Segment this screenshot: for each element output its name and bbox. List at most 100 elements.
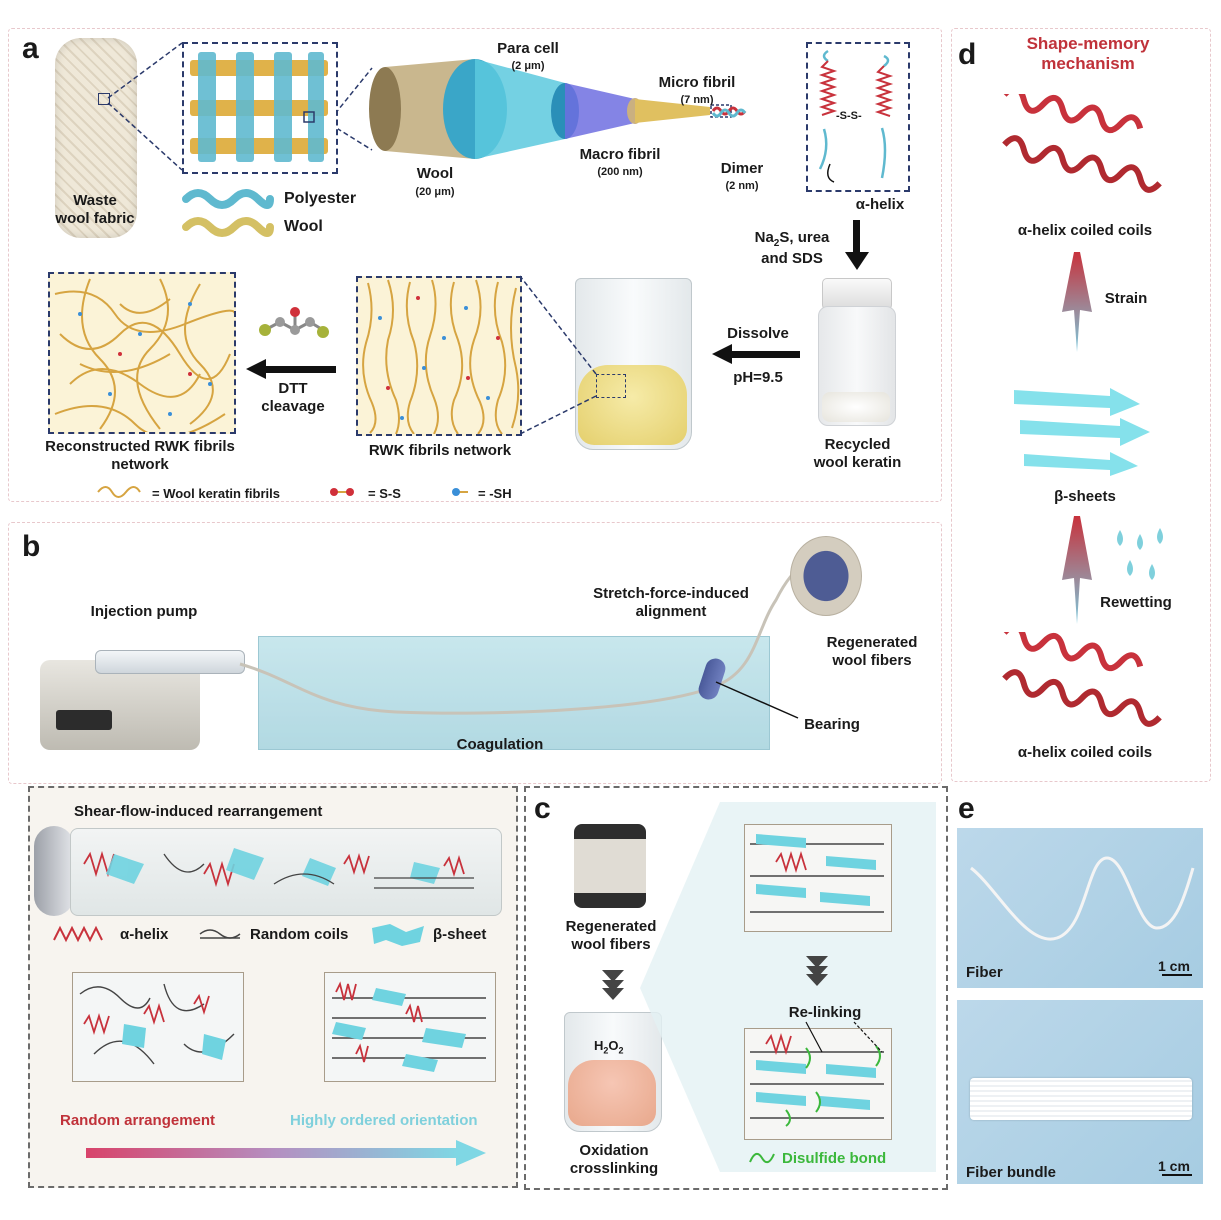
reagents-label: Na2S, urea and SDS bbox=[742, 229, 842, 268]
rwk-network-label: RWK fibrils network bbox=[368, 442, 512, 459]
relink-pointers bbox=[805, 1021, 883, 1053]
needle-nozzle bbox=[34, 826, 74, 916]
h2o2-solution bbox=[568, 1060, 656, 1126]
pump-syringe bbox=[95, 650, 245, 674]
panel-d-frame bbox=[951, 28, 1211, 782]
wool-size: (20 μm) bbox=[415, 186, 455, 198]
zoom-lines-beaker bbox=[519, 275, 597, 435]
panel-e-letter: e bbox=[958, 792, 975, 825]
beta-sheets-label: β-sheets bbox=[1054, 488, 1116, 505]
weave-pattern bbox=[190, 52, 328, 162]
rwk-network-box bbox=[356, 276, 522, 436]
wool-legend-wave bbox=[182, 217, 274, 237]
fiber-path bbox=[239, 556, 837, 715]
down-arrows-c bbox=[602, 970, 624, 1000]
h2o2-sub1: 2 bbox=[603, 1045, 609, 1056]
alpha-coiled-coils-top-label: α-helix coiled coils bbox=[1017, 222, 1153, 239]
macro-fibril-label: Macro fibril bbox=[579, 146, 661, 163]
injection-pump-label: Injection pump bbox=[90, 603, 198, 620]
alpha-coiled-coils-bottom-label: α-helix coiled coils bbox=[1017, 744, 1153, 761]
alpha-helix-legend-label: α-helix bbox=[120, 926, 169, 943]
collector-reel bbox=[790, 536, 862, 616]
dimer-zoom-box bbox=[806, 42, 910, 192]
fibril-key-label: = Wool keratin fibrils bbox=[152, 486, 280, 501]
reagents-subscript: 2 bbox=[773, 238, 780, 249]
reconstructed-network-fibrils bbox=[54, 278, 234, 432]
panel-c-frame bbox=[524, 786, 948, 1190]
stretch-label: Stretch-force-induced alignment bbox=[593, 585, 749, 620]
disulfide-legend-icon bbox=[749, 1152, 775, 1164]
panel-d-letter: d bbox=[958, 38, 977, 71]
pump-display bbox=[56, 710, 112, 730]
bearing-label: Bearing bbox=[804, 716, 860, 733]
fiber-bundle-strand bbox=[970, 1078, 1192, 1120]
scale-bar-1 bbox=[1162, 974, 1192, 976]
fibril-key-icon bbox=[97, 486, 141, 498]
after-crosslink-drawing bbox=[750, 1032, 884, 1127]
reagents-na: Na bbox=[754, 229, 774, 246]
shear-flow-label: Shear-flow-induced rearrangement bbox=[74, 803, 323, 820]
alpha-helix-label-a: α-helix bbox=[855, 196, 905, 213]
keratin-powder bbox=[822, 392, 890, 422]
left-arrow-dtt bbox=[246, 359, 336, 379]
micro-fibril-label: Micro fibril bbox=[658, 74, 736, 91]
water-drops-icon bbox=[1117, 528, 1163, 580]
beta-sheets-drawing bbox=[1014, 388, 1150, 476]
strain-arrow bbox=[1062, 252, 1092, 352]
panel-b-letter: b bbox=[22, 530, 41, 563]
micro-fibril-size: (7 nm) bbox=[680, 94, 714, 106]
panel-b-frame bbox=[8, 522, 942, 784]
strain-label: Strain bbox=[1104, 290, 1148, 307]
rewetting-arrow bbox=[1062, 516, 1092, 624]
para-cell-label: Para cell bbox=[497, 40, 559, 57]
scale-bar-1-label: 1 cm bbox=[1158, 958, 1190, 974]
beta-sheet-legend-label: β-sheet bbox=[433, 926, 487, 943]
dtt-molecule bbox=[259, 307, 329, 338]
coagulation-label: Coagulation bbox=[456, 736, 544, 753]
shape-memory-title: Shape-memory mechanism bbox=[1026, 34, 1150, 74]
regenerated-fibers-label-b: Regenerated wool fibers bbox=[826, 634, 918, 669]
alpha-helix-legend-icon bbox=[53, 925, 103, 943]
dtt-label: DTT cleavage bbox=[261, 380, 325, 415]
scale-bar-2 bbox=[1162, 1174, 1192, 1176]
beta-sheet-legend-icon bbox=[372, 924, 424, 946]
disulfide-ss-label: -S-S- bbox=[836, 110, 862, 122]
ss-key-label: = S-S bbox=[368, 486, 401, 501]
fiber-bundle-label: Fiber bundle bbox=[966, 1164, 1056, 1181]
reagents-rest: S, urea bbox=[779, 229, 830, 246]
rwk-network-fibrils bbox=[362, 279, 520, 434]
oxidation-label: Oxidation crosslinking bbox=[569, 1142, 659, 1177]
h2o2-h: H bbox=[594, 1038, 604, 1053]
recycled-keratin-label: Recycled wool keratin bbox=[813, 436, 902, 471]
before-crosslink-drawing bbox=[750, 834, 884, 913]
ordered-orientation-drawing bbox=[332, 981, 486, 1072]
left-arrow-dissolve bbox=[712, 344, 800, 364]
random-arrangement-label: Random arrangement bbox=[60, 1112, 216, 1129]
keratin-bottle-cap bbox=[822, 278, 892, 310]
regenerated-fibers-label-c: Regenerated wool fibers bbox=[565, 918, 657, 953]
injection-pump bbox=[40, 660, 200, 750]
wool-hierarchy-illustration bbox=[369, 59, 747, 159]
panel-a-letter: a bbox=[22, 32, 39, 65]
ordered-orientation-label: Highly ordered orientation bbox=[290, 1112, 478, 1129]
dimer-size: (2 nm) bbox=[725, 180, 759, 192]
wool-label: Wool bbox=[416, 165, 454, 182]
coagulation-bath bbox=[258, 636, 770, 750]
random-arrangement-box bbox=[72, 972, 244, 1082]
scale-bar-2-label: 1 cm bbox=[1158, 1158, 1190, 1174]
alpha-coiled-coils-top bbox=[1002, 94, 1162, 193]
reagents-line2: and SDS bbox=[761, 250, 823, 267]
dissolve-label: Dissolve bbox=[727, 325, 789, 342]
fabric-zoom-marker bbox=[98, 93, 110, 105]
disulfide-legend-label: Disulfide bond bbox=[782, 1150, 887, 1167]
down-arrows-relink bbox=[806, 956, 828, 986]
sh-key-icon bbox=[452, 488, 468, 496]
panel-a-frame bbox=[8, 28, 942, 502]
waste-fabric-label: Waste wool fabric bbox=[55, 192, 135, 227]
panel-c-letter: c bbox=[534, 792, 551, 825]
rewetting-label: Rewetting bbox=[1100, 594, 1172, 611]
dimer-helix-drawing bbox=[818, 49, 894, 183]
sh-key-label: = -SH bbox=[478, 486, 512, 501]
macro-fibril-size: (200 nm) bbox=[597, 166, 643, 178]
h2o2-label: H2O2 bbox=[594, 1038, 624, 1056]
